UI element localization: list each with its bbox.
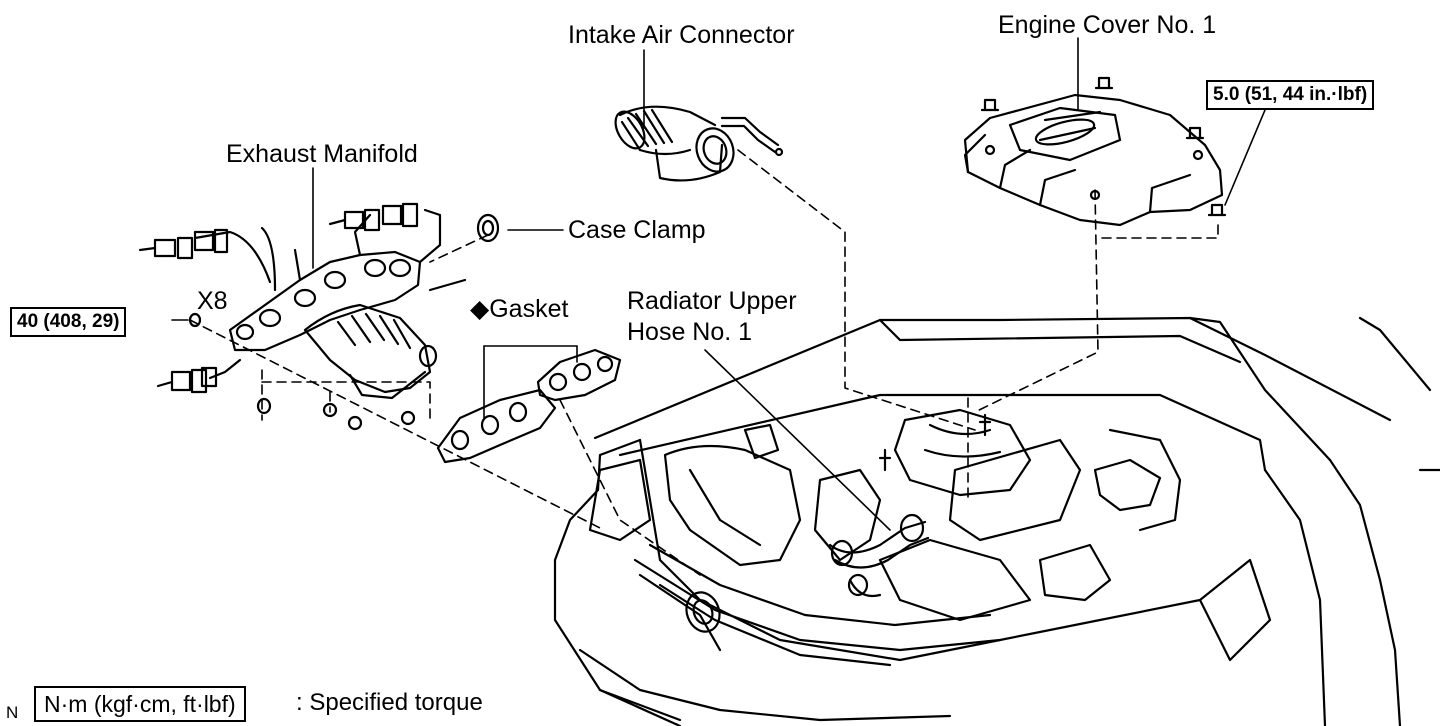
vehicle-drawing [553, 316, 1440, 726]
torque-legend-text: : Specified torque [296, 689, 483, 716]
case-clamp-label: Case Clamp [568, 216, 706, 244]
manifold-torque-box: 40 (408, 29) [10, 307, 127, 337]
intake-air-connector-drawing [614, 105, 784, 182]
corner-mark: N [6, 703, 19, 722]
cover-bolts [980, 76, 1227, 217]
radiator-hose-label-line1: Radiator Upper [627, 287, 797, 315]
engine-cover-torque-box: 5.0 (51, 44 in.·lbf) [1206, 80, 1375, 110]
quantity-label: X8 [197, 287, 228, 315]
intake-air-connector-label: Intake Air Connector [568, 21, 795, 49]
radiator-hose-label-line2: Hose No. 1 [627, 318, 753, 346]
engine-cover-drawing [963, 76, 1227, 227]
torque-unit-box: N·m (kgf·cm, ft·lbf) [34, 686, 246, 722]
exhaust-manifold-label: Exhaust Manifold [226, 140, 418, 168]
replace-part-symbol: ◆ [470, 295, 490, 323]
leader-lines [171, 37, 1266, 531]
gasket-label-text: Gasket [489, 295, 569, 323]
assembly-guide-lines [189, 149, 1219, 576]
manifold-nuts [188, 312, 416, 431]
engine-cover-label: Engine Cover No. 1 [998, 11, 1217, 39]
gasket-label: ◆Gasket [470, 294, 568, 324]
exhaust-manifold-drawing [138, 202, 467, 400]
case-clamp-drawing [476, 213, 500, 243]
gasket-drawing [436, 348, 622, 464]
